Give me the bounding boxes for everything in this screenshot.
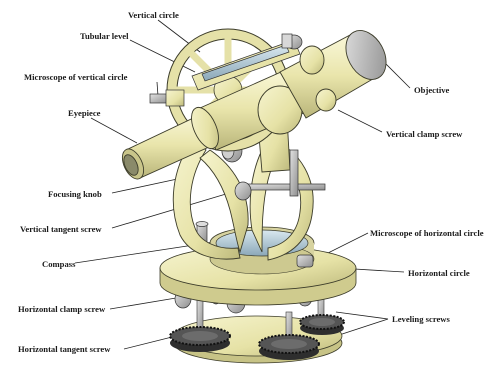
- label-focusing-knob: Focusing knob: [48, 189, 102, 199]
- label-leveling-screws: Leveling screws: [392, 314, 450, 324]
- label-eyepiece: Eyepiece: [68, 108, 100, 118]
- vertical-circle-microscope: [150, 90, 184, 106]
- label-horizontal-tangent-screw: Horizontal tangent screw: [18, 344, 110, 354]
- right-support-screws: [290, 150, 298, 196]
- label-objective: Objective: [414, 85, 449, 95]
- label-microscope-vertical-circle: Microscope of vertical circle: [24, 72, 127, 82]
- label-tubular-level: Tubular level: [80, 31, 128, 41]
- label-vertical-tangent-screw: Vertical tangent screw: [20, 224, 102, 234]
- label-horizontal-clamp-screw: Horizontal clamp screw: [18, 304, 105, 314]
- label-vertical-circle: Vertical circle: [128, 10, 179, 20]
- label-horizontal-circle: Horizontal circle: [408, 268, 470, 278]
- label-compass: Compass: [42, 259, 75, 269]
- label-microscope-horizontal-circle: Microscope of horizontal circle: [370, 228, 484, 238]
- label-vertical-clamp-screw: Vertical clamp screw: [386, 129, 462, 139]
